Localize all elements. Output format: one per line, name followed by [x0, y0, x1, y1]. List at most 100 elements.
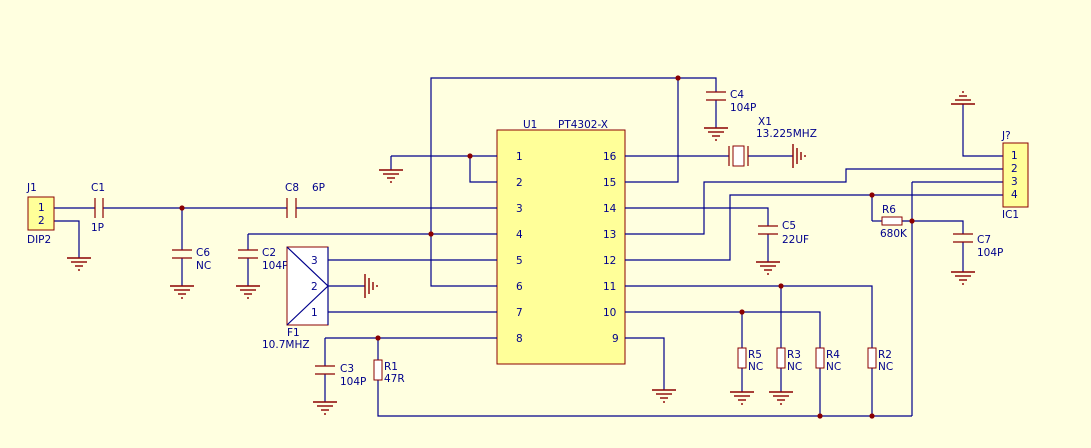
resistor-r5-ref: R5	[748, 349, 762, 361]
ic-u1-part: PT4302-X	[558, 119, 608, 131]
ground-icon	[67, 257, 91, 271]
connector-jq-name: IC1	[1002, 209, 1019, 221]
junction-dot	[817, 413, 823, 419]
capacitor-c3-value: 104P	[340, 376, 366, 388]
capacitor-c5-ref: C5	[782, 220, 796, 232]
wire	[625, 78, 679, 183]
ic-pin-label: 5	[516, 255, 523, 267]
capacitor-c1-ref: C1	[91, 182, 105, 194]
connector-pin-label: 4	[1011, 189, 1018, 201]
ground-icon	[236, 285, 260, 299]
connector-j1-ref: J1	[26, 182, 37, 194]
junction-dot	[739, 309, 745, 315]
crystal-x1: X1 13.225MHZ	[728, 116, 817, 167]
ground-icon	[792, 144, 806, 168]
wire	[902, 220, 964, 234]
wire	[625, 337, 665, 390]
capacitor-c7-ref: C7	[977, 234, 991, 246]
resistor-r3: R3 NC	[776, 347, 802, 373]
capacitor-c6: C6 NC	[172, 247, 211, 272]
capacitor-c2-ref: C2	[262, 247, 276, 259]
capacitor-c1: C1 1P	[91, 182, 105, 234]
ground-icon	[704, 127, 728, 141]
resistor-r6-ref: R6	[882, 204, 896, 216]
capacitor-c6-ref: C6	[196, 247, 210, 259]
ground-icon	[170, 285, 194, 299]
resistor-r1-ref: R1	[384, 361, 398, 373]
ic-pin-label: 7	[516, 307, 523, 319]
connector-j1: J1 DIP2 1 2	[26, 182, 55, 246]
connector-pin-label: 2	[1011, 163, 1018, 175]
capacitor-c5-value: 22UF	[782, 234, 809, 246]
junction-dot	[778, 283, 784, 289]
ground-icon	[364, 274, 378, 298]
capacitor-c2-value: 104P	[262, 260, 288, 272]
ground-icon	[730, 391, 754, 405]
connector-jq-body	[1002, 142, 1029, 208]
resistor-r1: R1 47R	[373, 359, 405, 385]
capacitor-c8-ref: C8	[285, 182, 299, 194]
capacitor-c4: C4 104P	[706, 89, 756, 114]
wire	[625, 311, 821, 348]
ground-symbols	[67, 91, 975, 415]
ic-pin-label: 16	[603, 151, 617, 163]
capacitor-c8: C8 6P	[285, 182, 325, 218]
capacitor-c4-value: 104P	[730, 102, 756, 114]
capacitor-c8-value: 6P	[312, 182, 325, 194]
resistor-r1-value: 47R	[384, 373, 405, 385]
resistor-r6-value: 680K	[880, 228, 908, 240]
ground-icon	[652, 389, 676, 403]
filter-f1: 3 2 1 F1 10.7MHZ	[262, 246, 329, 351]
junction-dot	[675, 75, 681, 81]
capacitor-c1-value: 1P	[91, 222, 104, 234]
filter-pin-label: 2	[311, 281, 318, 293]
ic-pin-label: 15	[603, 177, 616, 189]
junctions	[179, 75, 915, 419]
crystal-x1-ref: X1	[758, 116, 772, 128]
ic-pin-label: 12	[603, 255, 616, 267]
wire	[430, 77, 717, 287]
connector-jq-ref: J?	[1001, 130, 1011, 142]
ic-pin-label: 13	[603, 229, 616, 241]
filter-f1-body	[286, 246, 329, 326]
ic-u1-ref: U1	[523, 119, 537, 131]
wire	[377, 380, 912, 417]
wire	[54, 220, 80, 258]
resistor-r3-value: NC	[787, 361, 802, 373]
wire	[962, 104, 1003, 157]
resistor-r6: R6 680K	[880, 204, 908, 240]
filter-f1-ref: F1	[287, 327, 300, 339]
junction-dot	[179, 205, 185, 211]
junction-dot	[869, 192, 875, 198]
connector-j1-name: DIP2	[27, 234, 51, 246]
ground-icon	[769, 391, 793, 405]
capacitor-c3: C3 104P	[315, 363, 366, 388]
wire	[625, 168, 1003, 235]
wire	[625, 285, 873, 348]
wire	[625, 194, 873, 261]
resistor-r4: R4 NC	[815, 347, 841, 373]
ground-icon	[951, 271, 975, 285]
ic-u1: U1 PT4302-X 1 2 3 4 5 6 7 8 16 15 14 13 …	[496, 119, 626, 365]
resistor-r3-ref: R3	[787, 349, 801, 361]
ic-pin-label: 14	[603, 203, 617, 215]
ic-pin-label: 3	[516, 203, 523, 215]
ic-pin-label: 1	[516, 151, 523, 163]
resistor-r4-value: NC	[826, 361, 841, 373]
ground-icon	[756, 261, 780, 275]
resistor-r4-ref: R4	[826, 349, 840, 361]
filter-f1-value: 10.7MHZ	[262, 339, 310, 351]
filter-pin-label: 1	[311, 307, 318, 319]
ic-pin-label: 11	[603, 281, 616, 293]
connector-pin-label: 1	[1011, 150, 1018, 162]
junction-dot	[428, 231, 434, 237]
junction-dot	[869, 413, 875, 419]
resistor-r2-value: NC	[878, 361, 893, 373]
capacitor-c4-ref: C4	[730, 89, 744, 101]
connector-pin-label: 1	[38, 202, 45, 214]
connector-jq: J? IC1 1 2 3 4	[1001, 130, 1029, 221]
connector-j1-body	[27, 196, 55, 231]
ic-pin-label: 8	[516, 333, 523, 345]
ground-icon	[379, 169, 403, 183]
